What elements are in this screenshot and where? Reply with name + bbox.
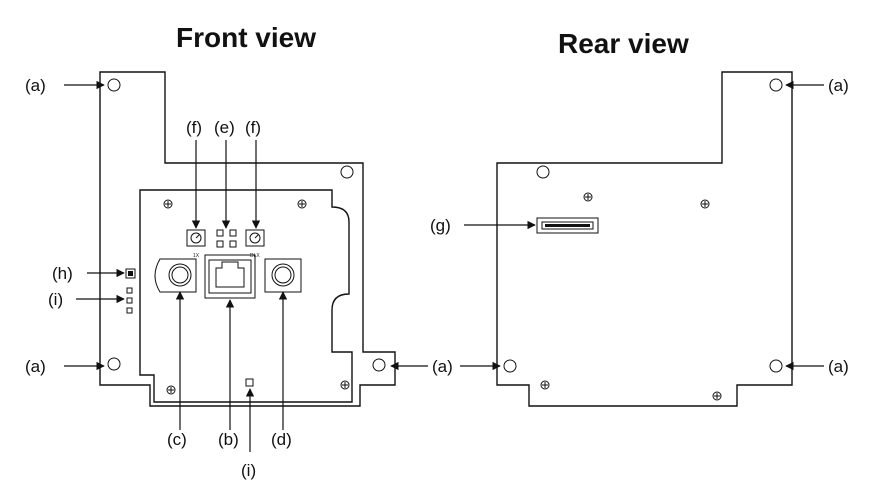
front-board-outline [99,71,396,407]
rear-mount-hole-top-right [769,78,783,92]
rear-mount-hole-upper [536,165,550,179]
rj45-ethernet-port [204,254,256,299]
front-view-title: Front view [176,22,317,53]
front-mount-hole-upper [340,165,354,179]
label-g: (g) [430,216,451,235]
rear-mount-hole-bottom-left [503,359,517,373]
label-i-bottom: (i) [241,461,256,480]
front-mount-hole-top-left [107,78,121,92]
front-screw-top-right [297,199,307,209]
rear-mount-hole-bottom-right [769,359,783,373]
rear-board: (a) (a) (g) [430,71,849,407]
led-bottom [245,378,254,387]
front-inner-panel [139,189,353,403]
label-a-rear-top-right: (a) [828,76,849,95]
label-a-rear-bottom-right: (a) [828,357,849,376]
bnc-connector-left [154,258,197,293]
front-mount-hole-bottom-left [107,357,121,371]
led-column-left [126,287,133,314]
bnc-connector-right [264,258,302,293]
rear-view-title: Rear view [558,28,689,59]
rear-screw-2 [700,199,710,209]
label-e: (e) [214,118,235,137]
rear-board-connector [536,217,599,234]
label-f-left: (f) [186,118,202,137]
rear-screw-4 [712,391,722,401]
label-b: (b) [218,430,239,449]
rotary-switch-right [245,229,265,247]
front-board: 1X DLX [25,71,453,480]
rear-board-outline [496,71,793,407]
dip-switch [125,268,136,279]
rotary-switch-left [186,229,206,247]
led-indicator-group [216,229,237,248]
front-screw-bottom-right [340,380,350,390]
rotary-switch-left-mark: 1X [193,253,200,259]
rear-screw-1 [583,192,593,202]
front-screw-top-left [163,199,173,209]
rear-screw-3 [540,380,550,390]
label-h: (h) [52,264,73,283]
label-d: (d) [271,430,292,449]
label-c: (c) [167,430,187,449]
front-screw-bottom-left [166,385,176,395]
front-mount-hole-right [372,358,386,372]
label-a-front-right: (a) [432,357,453,376]
label-a-front-bottom-left: (a) [25,357,46,376]
label-i-left: (i) [48,290,63,309]
label-a-front-top-left: (a) [25,76,46,95]
label-f-right: (f) [245,118,261,137]
